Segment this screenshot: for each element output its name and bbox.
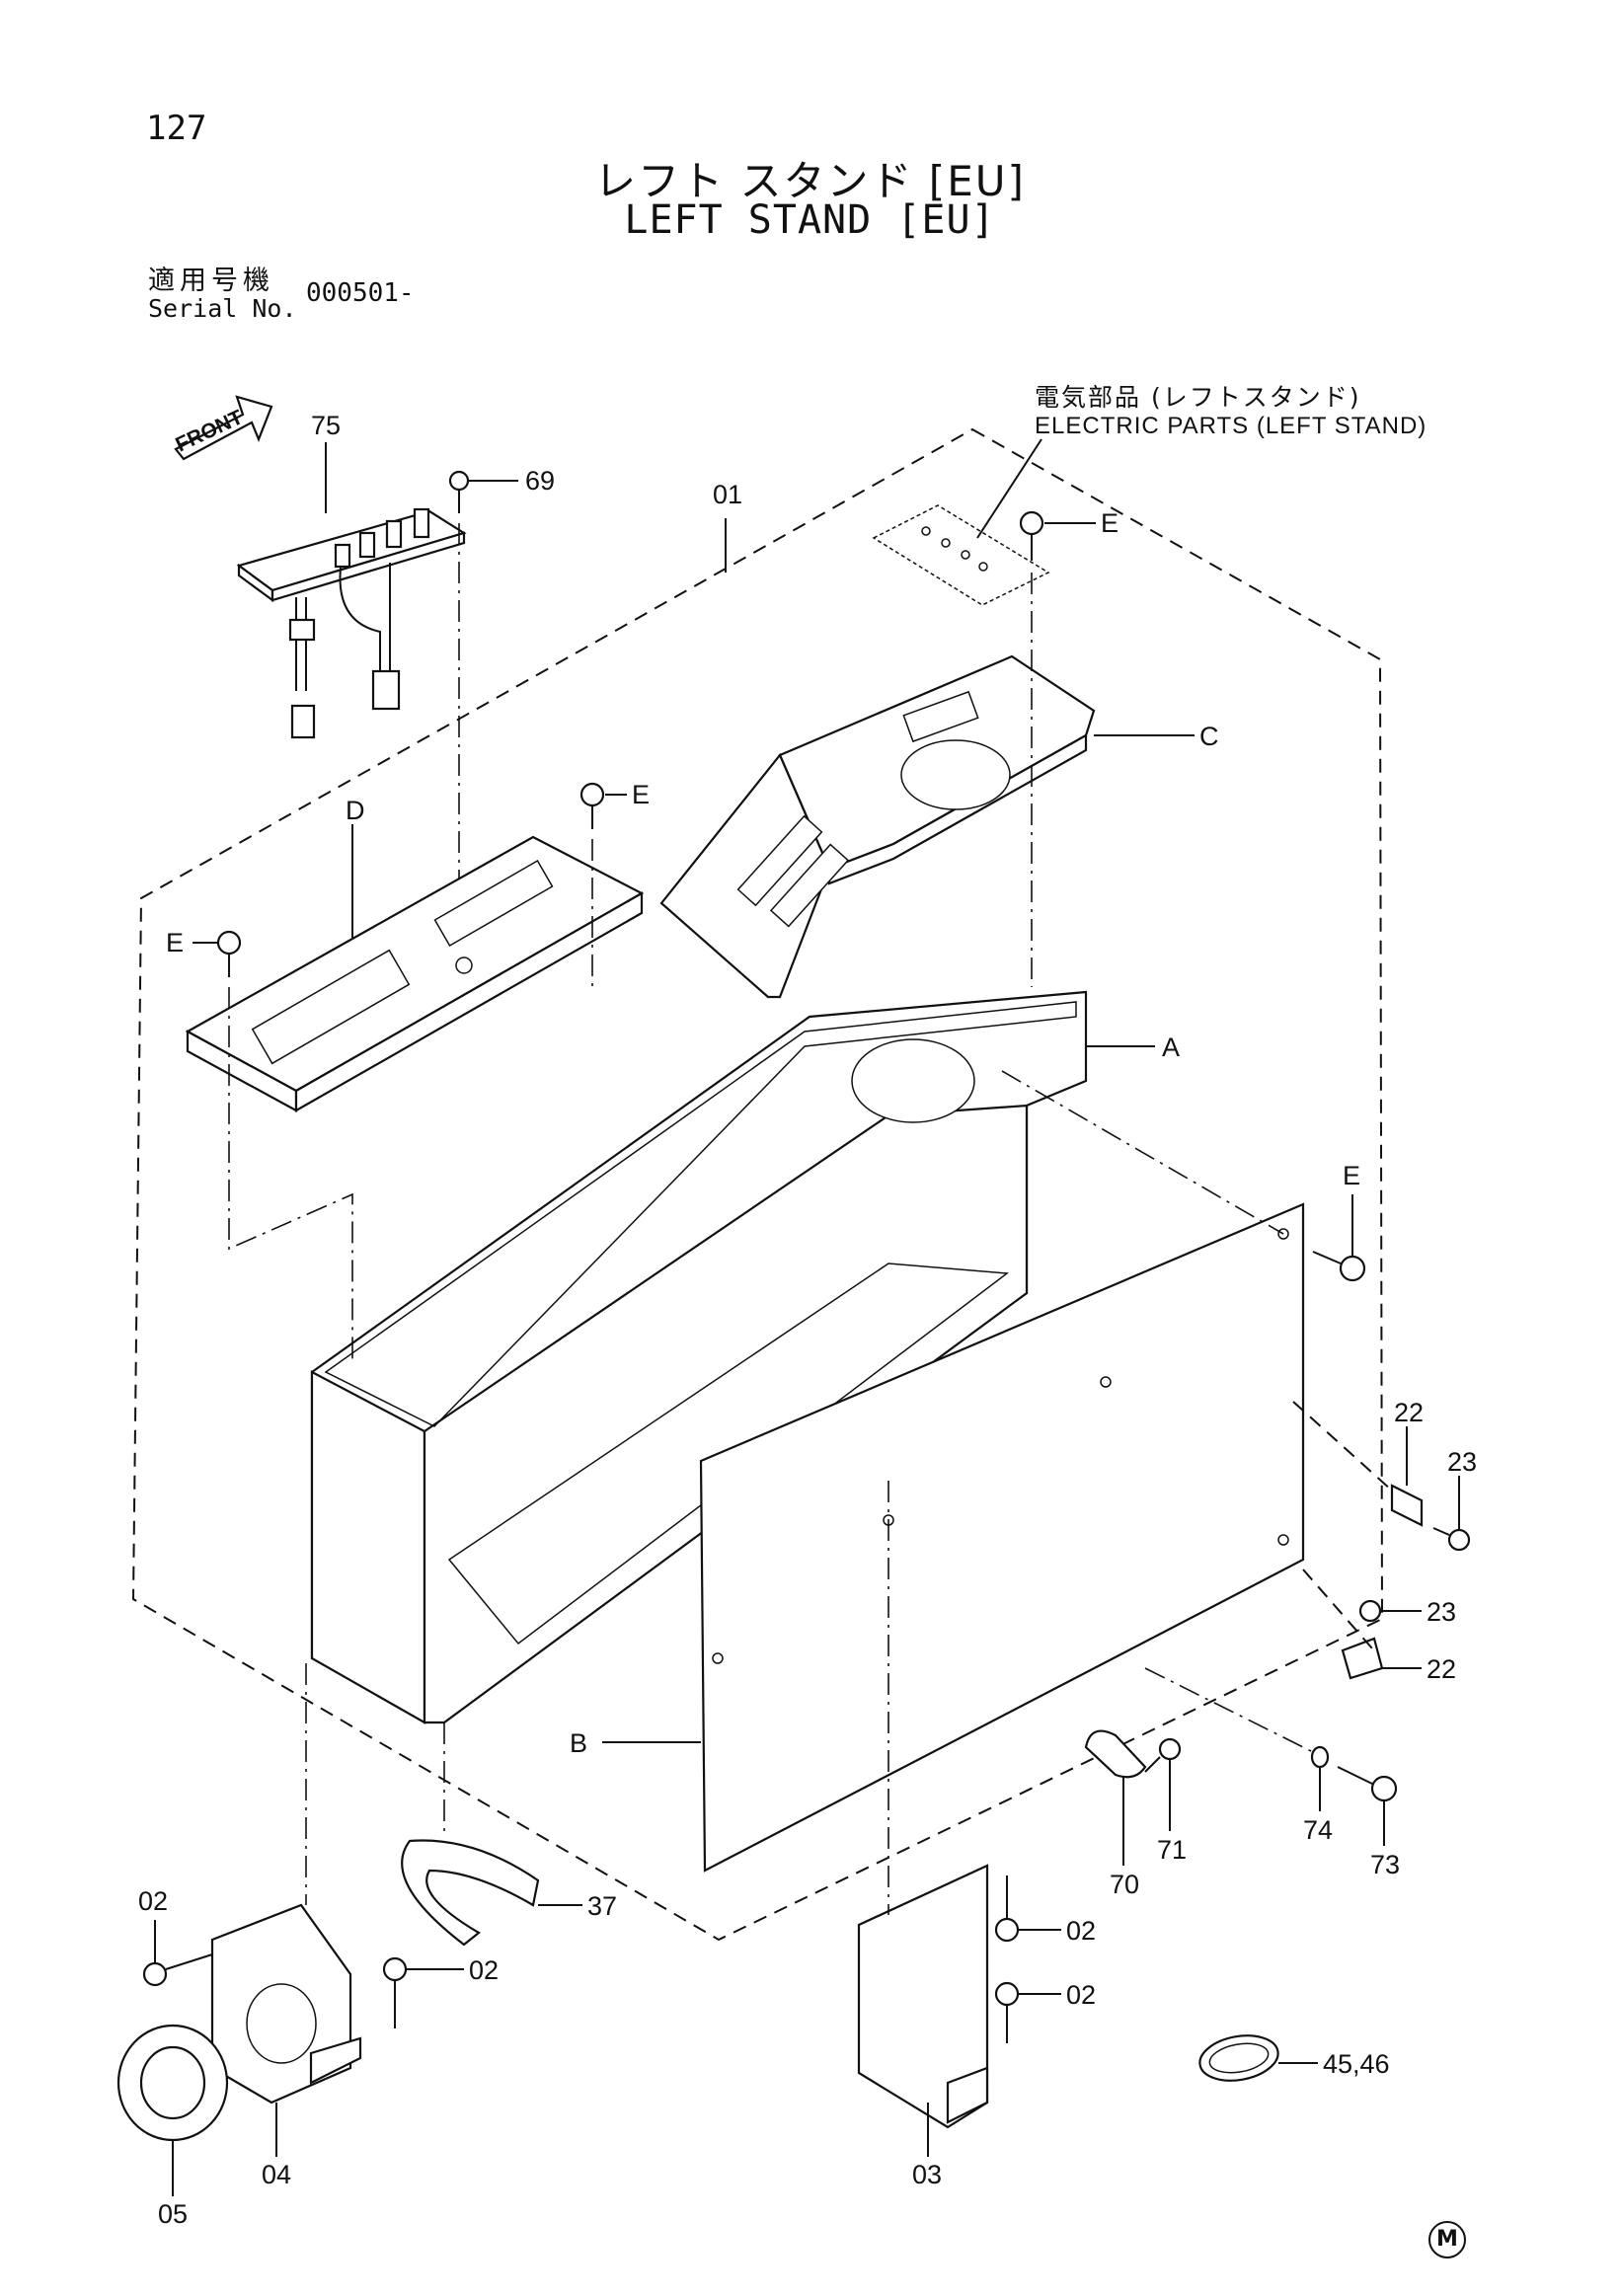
bracket-C bbox=[659, 654, 1195, 999]
callout-74: 74 bbox=[1303, 1815, 1333, 1845]
callout-E-left: E bbox=[166, 928, 184, 957]
callout-02-left: 02 bbox=[138, 1886, 168, 1916]
callout-45-46: 45,46 bbox=[1323, 2049, 1390, 2079]
callout-23-lower: 23 bbox=[1427, 1597, 1456, 1627]
callout-B: B bbox=[570, 1728, 587, 1758]
callout-70: 70 bbox=[1110, 1870, 1139, 1899]
bolt-02-center bbox=[382, 1956, 464, 2028]
front-arrow: FRONT bbox=[172, 395, 273, 461]
screw-E-mid bbox=[579, 782, 627, 987]
seal-37 bbox=[401, 1722, 582, 1947]
serial-label-english: Serial No. bbox=[148, 294, 297, 323]
screw-23-lower bbox=[1358, 1599, 1422, 1623]
callout-22-lower: 22 bbox=[1427, 1654, 1456, 1684]
callout-02-upper-right: 02 bbox=[1066, 1916, 1096, 1946]
cable-tie-45-46 bbox=[1198, 2034, 1318, 2082]
callout-02-lower-right: 02 bbox=[1066, 1980, 1096, 2010]
bracket-04 bbox=[210, 1663, 362, 2157]
manufacturer-mark: M bbox=[1428, 2221, 1466, 2258]
callout-E-right: E bbox=[1343, 1161, 1360, 1190]
clamp-70 bbox=[1084, 1729, 1147, 1866]
side-panel-B bbox=[602, 1070, 1305, 1873]
bracket-03 bbox=[857, 1481, 989, 2157]
callout-75: 75 bbox=[311, 411, 341, 440]
callout-A: A bbox=[1162, 1033, 1180, 1062]
callout-23-upper: 23 bbox=[1447, 1447, 1477, 1477]
callout-E-mid: E bbox=[632, 780, 650, 809]
callout-22-upper: 22 bbox=[1394, 1398, 1424, 1427]
switch-panel-75 bbox=[236, 442, 467, 739]
bolt-73 bbox=[1144, 1667, 1398, 1846]
screw-23-upper bbox=[1432, 1476, 1471, 1552]
page-title-japanese: レフト スタンド [EU] bbox=[594, 157, 1026, 205]
callout-E-top: E bbox=[1101, 508, 1119, 538]
clip-22-lower bbox=[1302, 1569, 1422, 1680]
grommet-05 bbox=[116, 2024, 229, 2196]
electric-parts-label-english: ELECTRIC PARTS (LEFT STAND) bbox=[1035, 413, 1427, 439]
callout-02-center: 02 bbox=[469, 1955, 499, 1985]
page-title-english: LEFT STAND [EU] bbox=[624, 197, 996, 243]
callout-C: C bbox=[1199, 722, 1219, 751]
callout-04: 04 bbox=[262, 2160, 291, 2189]
electric-parts-label-japanese: 電気部品 (レフトスタンド) bbox=[1035, 383, 1361, 412]
screw-E-left bbox=[193, 930, 353, 1362]
callout-01: 01 bbox=[713, 480, 742, 509]
screw-E-top bbox=[1019, 510, 1096, 987]
housing-A bbox=[310, 990, 1155, 1724]
assembly-boundary bbox=[131, 427, 1384, 1942]
serial-label-japanese: 適用号機 bbox=[148, 266, 274, 296]
bolt-02-left bbox=[142, 1920, 213, 1987]
front-arrow-label: FRONT bbox=[172, 406, 246, 456]
serial-value: 000501- bbox=[306, 278, 415, 308]
callout-73: 73 bbox=[1370, 1850, 1400, 1879]
plate-D bbox=[185, 824, 645, 1112]
bolt-71 bbox=[1144, 1737, 1182, 1831]
screw-E-right bbox=[1312, 1194, 1366, 1282]
page-number: 127 bbox=[146, 109, 207, 148]
clip-22-upper bbox=[1292, 1401, 1424, 1527]
callout-71: 71 bbox=[1157, 1835, 1187, 1865]
callout-03: 03 bbox=[912, 2160, 942, 2189]
callout-05: 05 bbox=[158, 2199, 188, 2229]
electric-parts-plate bbox=[872, 438, 1050, 606]
bolt-02-lower-right bbox=[994, 1981, 1061, 2043]
callout-69: 69 bbox=[525, 466, 555, 496]
washer-74 bbox=[1310, 1745, 1330, 1811]
callout-37: 37 bbox=[587, 1891, 617, 1921]
bolt-02-upper-right bbox=[994, 1875, 1061, 1943]
callout-D: D bbox=[346, 796, 365, 825]
